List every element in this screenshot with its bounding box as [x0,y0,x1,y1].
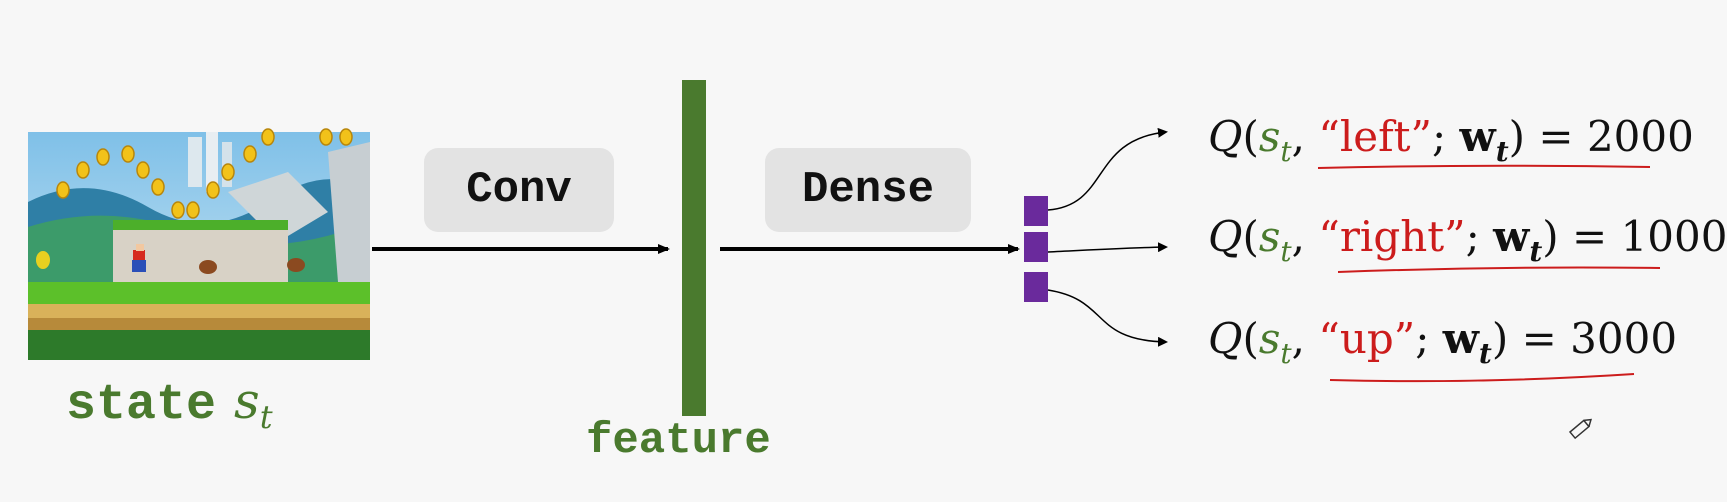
q-value: 3000 [1570,314,1678,363]
weights-symbol: wt [1459,112,1509,168]
feature-vector-bar [682,80,706,416]
feature-label: feature [586,416,771,466]
state-word: state [66,377,217,434]
arrow-to-up [1047,289,1168,347]
action-label: “right” [1318,212,1466,261]
q-value: 1000 [1620,212,1727,261]
action-label: “up” [1318,314,1416,363]
output-unit-up [1024,272,1048,302]
pencil-icon [1568,418,1592,440]
game-state-image [28,128,370,360]
q-value: 2000 [1586,112,1694,161]
underline-left [1317,164,1651,169]
underline-up [1329,373,1635,383]
output-unit-left [1024,196,1048,226]
dense-layer-box: Dense [765,148,971,232]
q-value-up: Q(st, “up”; wt) = 3000 [1208,314,1678,370]
conv-label: Conv [466,165,572,215]
state-symbol: st [1258,112,1292,168]
underline-right [1337,266,1661,273]
action-label: “left” [1318,112,1433,161]
weights-symbol: wt [1442,314,1492,370]
output-unit-right [1024,232,1048,262]
q-value-right: Q(st, “right”; wt) = 1000 [1208,212,1727,268]
arrow-to-left [1047,127,1168,211]
arrow-to-right [1047,242,1168,253]
conv-layer-box: Conv [424,148,614,232]
weights-symbol: wt [1493,212,1543,268]
dense-label: Dense [801,165,935,215]
state-symbol: st [1258,212,1292,268]
state-variable: st [234,372,273,436]
state-symbol: st [1258,314,1292,370]
q-value-left: Q(st, “left”; wt) = 2000 [1208,112,1694,168]
